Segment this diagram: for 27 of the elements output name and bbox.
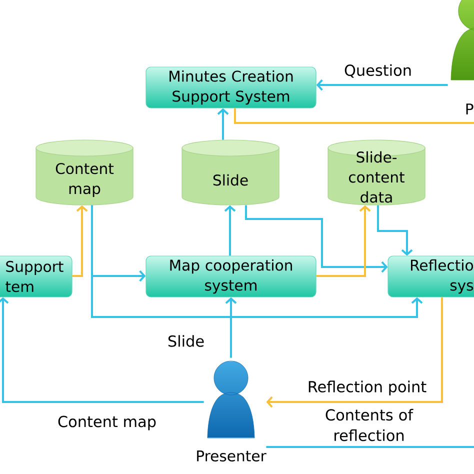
process-box: Minutes Creation Support System bbox=[146, 66, 316, 108]
arrow bbox=[0, 297, 204, 403]
person-label: P bbox=[466, 104, 474, 114]
edge-label: Reflection point bbox=[306, 380, 428, 396]
arrow bbox=[316, 205, 371, 277]
edge-label: Slide bbox=[166, 334, 206, 348]
person-label: Presenter bbox=[197, 450, 266, 462]
edge-label: Question bbox=[344, 64, 412, 78]
arrow bbox=[266, 297, 443, 408]
arrow bbox=[224, 205, 236, 256]
arrow bbox=[72, 205, 88, 277]
arrow bbox=[91, 205, 423, 318]
arrow bbox=[377, 205, 413, 256]
edge-label: Contents of reflection bbox=[316, 408, 422, 442]
database-cylinder: Content map bbox=[36, 140, 134, 206]
arrow bbox=[225, 297, 237, 358]
process-box: Reflectio sys bbox=[388, 256, 474, 298]
database-cylinder: Slide bbox=[182, 140, 280, 206]
arrow bbox=[217, 108, 229, 140]
arrow bbox=[316, 79, 448, 91]
database-cylinder: Slide-content data bbox=[328, 140, 426, 206]
arrow bbox=[245, 205, 388, 273]
connector-line bbox=[234, 108, 474, 124]
connector-line bbox=[266, 446, 474, 448]
process-box: Support tem bbox=[0, 256, 72, 298]
process-box: Map cooperation system bbox=[146, 256, 316, 298]
edge-label: Content map bbox=[56, 415, 158, 431]
